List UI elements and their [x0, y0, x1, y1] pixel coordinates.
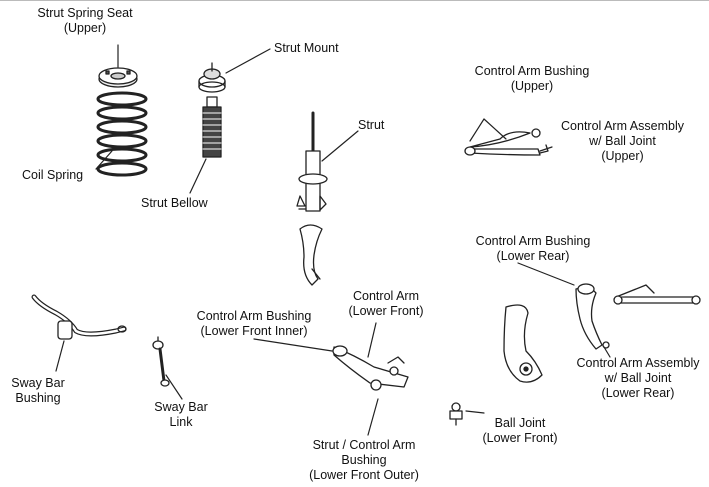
label-strut-mount: Strut Mount	[274, 41, 339, 56]
lower-front-control-arm-drawing	[333, 346, 408, 390]
strut-bellow-drawing	[203, 97, 221, 157]
strut-spring-seat-drawing	[99, 68, 137, 87]
label-control-arm-bushing-upper: Control Arm Bushing(Upper)	[462, 64, 602, 94]
ball-joint-drawing	[450, 403, 462, 425]
strut-drawing	[297, 113, 327, 211]
label-ball-joint-lower-front: Ball Joint(Lower Front)	[470, 416, 570, 446]
label-strut-spring-seat: Strut Spring Seat(Upper)	[20, 6, 150, 36]
label-strut-bellow: Strut Bellow	[141, 196, 208, 211]
label-coil-spring: Coil Spring	[22, 168, 83, 183]
rear-lateral-arm-drawing	[614, 285, 700, 304]
label-control-arm-lower-front: Control Arm(Lower Front)	[336, 289, 436, 319]
label-control-arm-bushing-lower-front-inner: Control Arm Bushing(Lower Front Inner)	[186, 309, 322, 339]
label-control-arm-bushing-lower-rear: Control Arm Bushing(Lower Rear)	[463, 234, 603, 264]
label-strut: Strut	[358, 118, 384, 133]
sway-bar-drawing	[34, 297, 126, 339]
knuckle-front-drawing	[300, 225, 322, 285]
coil-spring-drawing	[98, 93, 146, 175]
strut-mount-drawing	[199, 63, 225, 92]
knuckle-rear-drawing	[504, 305, 542, 382]
upper-control-arm-drawing	[465, 129, 548, 155]
sway-bar-link-drawing	[153, 337, 169, 386]
lower-rear-control-arm-drawing	[576, 284, 609, 349]
